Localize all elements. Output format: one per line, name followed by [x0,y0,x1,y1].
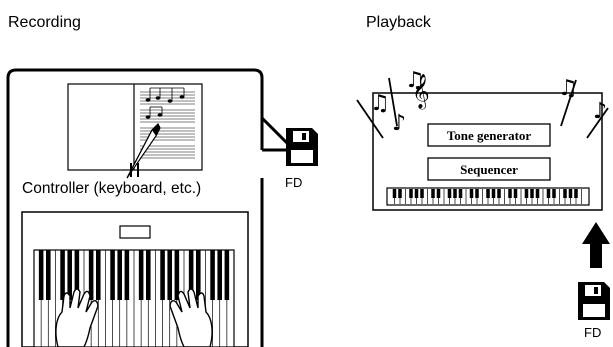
fd-label: FD [285,175,303,190]
black-key [188,250,194,300]
playback-instrument [372,92,604,211]
svg-text:♫: ♫ [370,91,390,116]
black-key [508,189,512,198]
black-key [469,189,474,198]
svg-text:♫: ♫ [405,68,425,93]
score-sheet [67,83,203,171]
sound-lines [356,77,609,139]
black-key [546,189,551,198]
black-key [563,189,567,198]
black-key [453,189,457,198]
black-key [196,250,201,300]
svg-text:♫: ♫ [558,76,578,101]
black-key [458,189,463,198]
music-note-icon: ♫ ♪ ♫ ♫ ♪ [370,68,607,136]
black-key [224,250,230,300]
black-key [392,189,397,198]
black-key [160,250,165,300]
sequencer-label: Sequencer [460,162,518,177]
black-key [486,189,490,198]
black-key [88,250,94,300]
floppy-disk-icon [286,128,318,166]
black-key [146,250,151,300]
black-key [409,189,413,198]
black-key [497,189,501,198]
recording-title: Recording [8,14,81,31]
black-key [46,250,51,300]
tone-generator-box [427,123,551,147]
black-key [524,189,529,198]
black-key [60,250,65,300]
black-key [67,250,72,300]
floppy-disk-icon [578,282,610,320]
svg-text:♪: ♪ [593,99,607,124]
equals-sign [130,163,139,177]
black-key [210,250,215,300]
black-key [513,189,518,198]
left-hand-icon [55,288,99,347]
black-key [535,189,540,198]
black-key [436,189,441,198]
svg-text:𝄞: 𝄞 [412,74,430,110]
black-key [74,250,80,300]
black-key [217,250,222,300]
black-key [447,189,452,198]
controller-caption: Controller (keyboard, etc.) [22,180,202,197]
treble-clef-icon: 𝄞 [412,74,430,110]
fd-label: FD [584,325,602,340]
black-key [475,189,479,198]
black-key [398,189,402,198]
black-key [568,189,573,198]
black-key [167,250,172,300]
black-key [491,189,496,198]
black-key [552,189,556,198]
tone-generator-label: Tone generator [446,128,532,143]
black-key [138,250,144,300]
black-key [530,189,534,198]
black-key [574,189,578,198]
right-hand-icon [169,288,213,347]
black-key [124,250,130,300]
black-key [414,189,419,198]
playback-title: Playback [366,14,431,31]
black-key [174,250,180,300]
black-key [96,250,101,300]
panel-to-fd-connector [260,116,292,152]
sequencer-box [427,157,551,181]
pen-icon [126,122,161,179]
black-key [38,250,44,300]
black-key [117,250,122,300]
black-key [420,189,424,198]
arrow-up-icon [582,222,610,268]
black-key [431,189,435,198]
svg-text:♪: ♪ [392,111,406,136]
black-key [110,250,115,300]
